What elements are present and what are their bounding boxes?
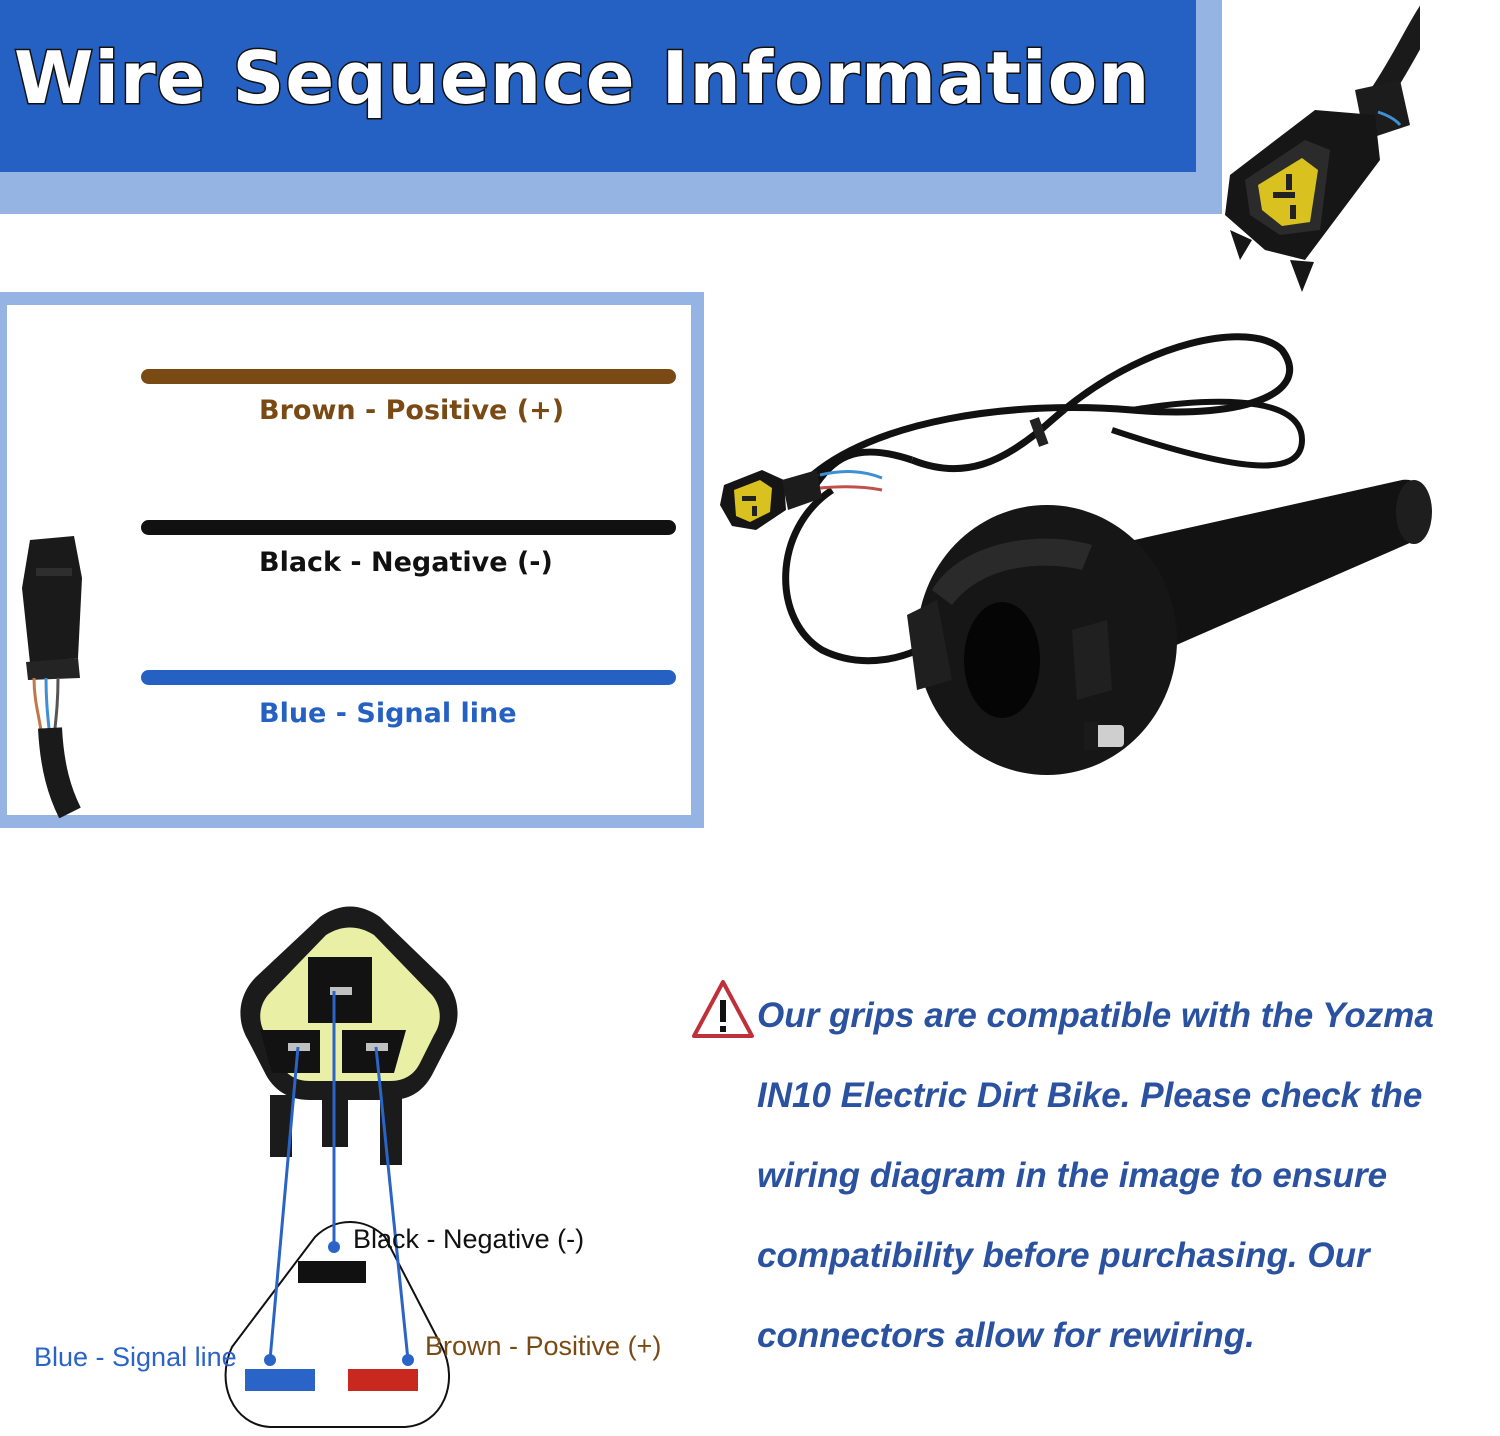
black-wire-bar xyxy=(141,520,676,535)
note-line: compatibility before purchasing. Our xyxy=(757,1236,1370,1275)
black-wire-label: Black - Negative (-) xyxy=(259,547,553,578)
blue-pin-slot xyxy=(260,1030,320,1073)
blue-wire-label: Blue - Signal line xyxy=(259,698,517,729)
schematic-blue-pin xyxy=(245,1369,315,1391)
throttle-grip-image xyxy=(720,333,1432,775)
connector-plug-image xyxy=(1225,5,1420,292)
compatibility-note: Our grips are compatible with the Yozma … xyxy=(757,976,1497,1376)
brown-pin-slot xyxy=(342,1030,406,1073)
note-line: Our grips are compatible with the Yozma xyxy=(757,996,1434,1035)
schematic-black-pin xyxy=(298,1261,366,1283)
schematic-brown-pin xyxy=(348,1369,418,1391)
note-line: IN10 Electric Dirt Bike. Please check th… xyxy=(757,1076,1423,1115)
wire-legend-panel xyxy=(0,292,704,828)
pinout-schematic-outline xyxy=(224,1221,451,1428)
blue-wire-bar xyxy=(141,670,676,685)
note-line: wiring diagram in the image to ensure xyxy=(757,1156,1388,1195)
pinout-black-label: Black - Negative (-) xyxy=(353,1224,585,1254)
pinout-blue-label: Blue - Signal line xyxy=(34,1342,237,1372)
brown-wire-bar xyxy=(141,369,676,384)
page-title: Wire Sequence Information xyxy=(12,35,1151,122)
connector-pinout-diagram xyxy=(224,906,458,1428)
warning-triangle-icon xyxy=(692,980,754,1038)
brown-wire-label: Brown - Positive (+) xyxy=(259,395,565,426)
header-banner xyxy=(0,0,1196,172)
note-line: connectors allow for rewiring. xyxy=(757,1316,1255,1355)
pinout-brown-label: Brown - Positive (+) xyxy=(425,1331,662,1361)
side-connector-image xyxy=(22,536,82,818)
